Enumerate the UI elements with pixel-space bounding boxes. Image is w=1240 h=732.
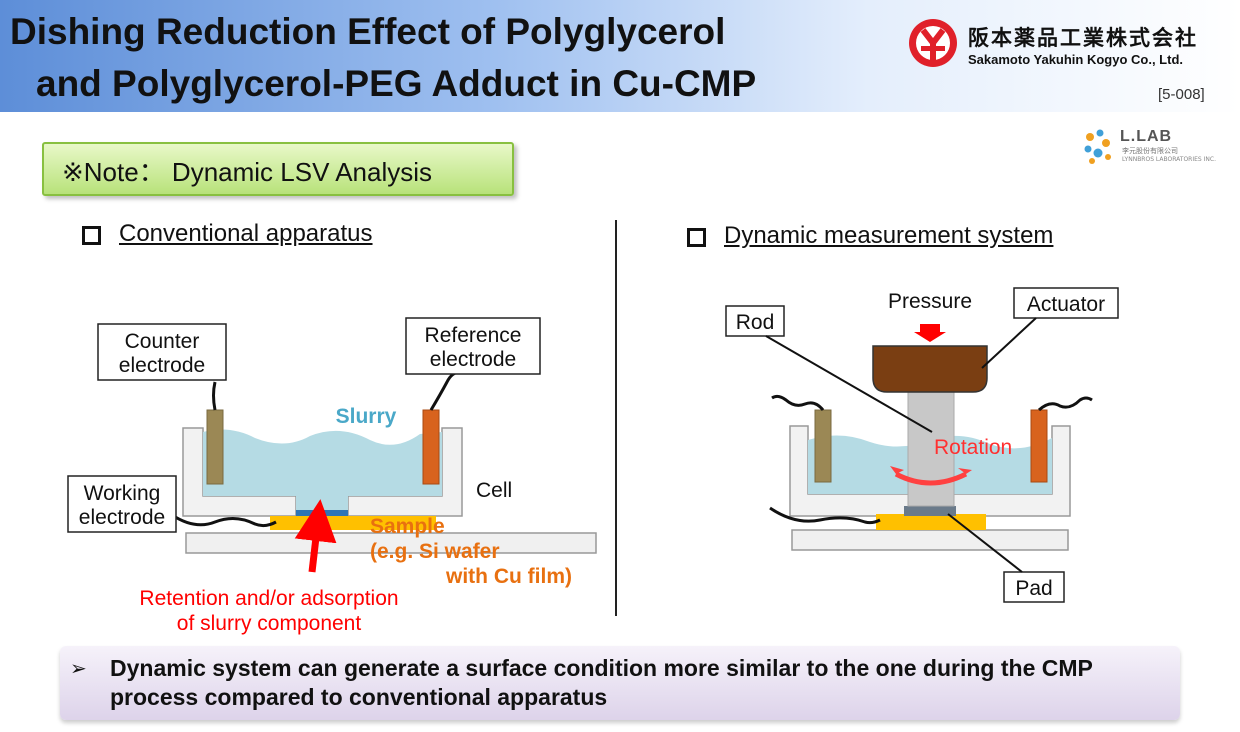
dynamic-system-diagram: Rod Pressure Actuator Rotation Pad	[725, 287, 1119, 603]
company-name-en: Sakamoto Yakuhin Kogyo Co., Ltd.	[968, 52, 1184, 67]
pad-label: Pad	[1015, 577, 1052, 600]
right-sample	[876, 514, 986, 530]
title-banner	[0, 0, 1240, 112]
retention-label-1: Retention and/or adsorption	[139, 587, 398, 610]
counter-electrode-label-1: Counter	[125, 330, 200, 353]
pressure-label: Pressure	[888, 290, 972, 313]
rotation-arrowhead-right	[958, 468, 972, 474]
conclusion-box	[60, 646, 1180, 720]
page-title-line2: and Polyglycerol-PEG Adduct in Cu-CMP	[36, 63, 757, 104]
conclusion-bullet-icon: ➢	[70, 656, 87, 680]
rotation-arrow-icon	[894, 471, 968, 486]
pad-box	[1003, 571, 1065, 603]
rod-label: Rod	[736, 311, 775, 334]
pad-leader-line	[947, 513, 1023, 573]
left-reference-wire	[429, 370, 461, 411]
slide-code: [5-008]	[1158, 86, 1205, 103]
left-reference-electrode	[422, 409, 440, 485]
llab-logo-icon	[1084, 129, 1111, 164]
left-counter-wire	[212, 381, 217, 411]
pressure-arrow-icon	[914, 324, 946, 342]
conclusion-text: Dynamic system can generate a surface co…	[110, 655, 1093, 710]
right-heading-bullet-icon	[687, 228, 706, 247]
cell-label: Cell	[476, 479, 512, 502]
working-electrode-box	[67, 475, 177, 533]
right-counter-wire	[771, 394, 825, 411]
right-pad	[904, 506, 956, 516]
page-title: Dishing Reduction Effect of Polyglycerol…	[10, 6, 890, 110]
actuator-box	[1013, 287, 1119, 319]
rotation-arrowhead-left	[890, 466, 904, 474]
right-rod	[907, 391, 955, 507]
reference-electrode-box	[405, 317, 541, 375]
right-panel-heading: Dynamic measurement system	[724, 222, 1054, 249]
llab-name-en: LYNNBROS LABORATORIES INC.	[1122, 156, 1216, 163]
apparatus-diagrams: Counter electrode Reference electrode Wo…	[67, 287, 1119, 635]
actuator-label: Actuator	[1027, 293, 1105, 316]
rod-box	[725, 305, 785, 337]
page-title-line1: Dishing Reduction Effect of Polyglycerol	[10, 11, 726, 52]
llab-name: L.LAB	[1120, 128, 1173, 145]
sample-label-2: (e.g. Si wafer	[370, 540, 500, 563]
right-actuator	[872, 345, 988, 393]
left-base-plate	[185, 532, 597, 554]
sample-label-1: Sample	[370, 515, 445, 538]
right-base-plate	[791, 529, 1069, 551]
right-reference-wire	[1037, 396, 1093, 412]
reference-electrode-label-1: Reference	[425, 324, 522, 347]
panel-divider	[615, 220, 617, 616]
working-electrode-label-1: Working	[84, 482, 161, 505]
rod-leader-line	[765, 335, 933, 433]
working-electrode-label-2: electrode	[79, 506, 165, 529]
counter-electrode-box	[97, 323, 227, 381]
right-working-wire	[769, 506, 881, 525]
company-name-jp: 阪本薬品工業株式会社	[968, 26, 1198, 50]
left-slurry	[203, 429, 442, 512]
left-working-wire	[171, 513, 277, 528]
reference-electrode-label-2: electrode	[430, 348, 516, 371]
counter-electrode-label-2: electrode	[119, 354, 205, 377]
sakamoto-logo-mark-icon	[909, 19, 957, 67]
note-label: ※Note： Dynamic LSV Analysis	[62, 157, 433, 187]
actuator-leader-line	[981, 317, 1037, 369]
left-counter-electrode	[206, 409, 224, 485]
right-counter-electrode	[814, 409, 832, 483]
slurry-label: Slurry	[336, 405, 397, 428]
llab-name-jp: 李元股份有限公司	[1122, 147, 1178, 155]
rotation-label: Rotation	[934, 436, 1012, 459]
note-box	[42, 142, 514, 196]
retention-label-2: of slurry component	[177, 612, 362, 635]
left-heading-bullet-icon	[82, 226, 101, 245]
left-panel-heading: Conventional apparatus	[119, 220, 373, 247]
left-cu-film	[296, 510, 348, 516]
sample-label-3: with Cu film)	[445, 565, 572, 588]
left-red-arrow	[294, 499, 337, 573]
right-reference-electrode	[1030, 409, 1048, 483]
conventional-apparatus-diagram: Counter electrode Reference electrode Wo…	[67, 317, 597, 635]
